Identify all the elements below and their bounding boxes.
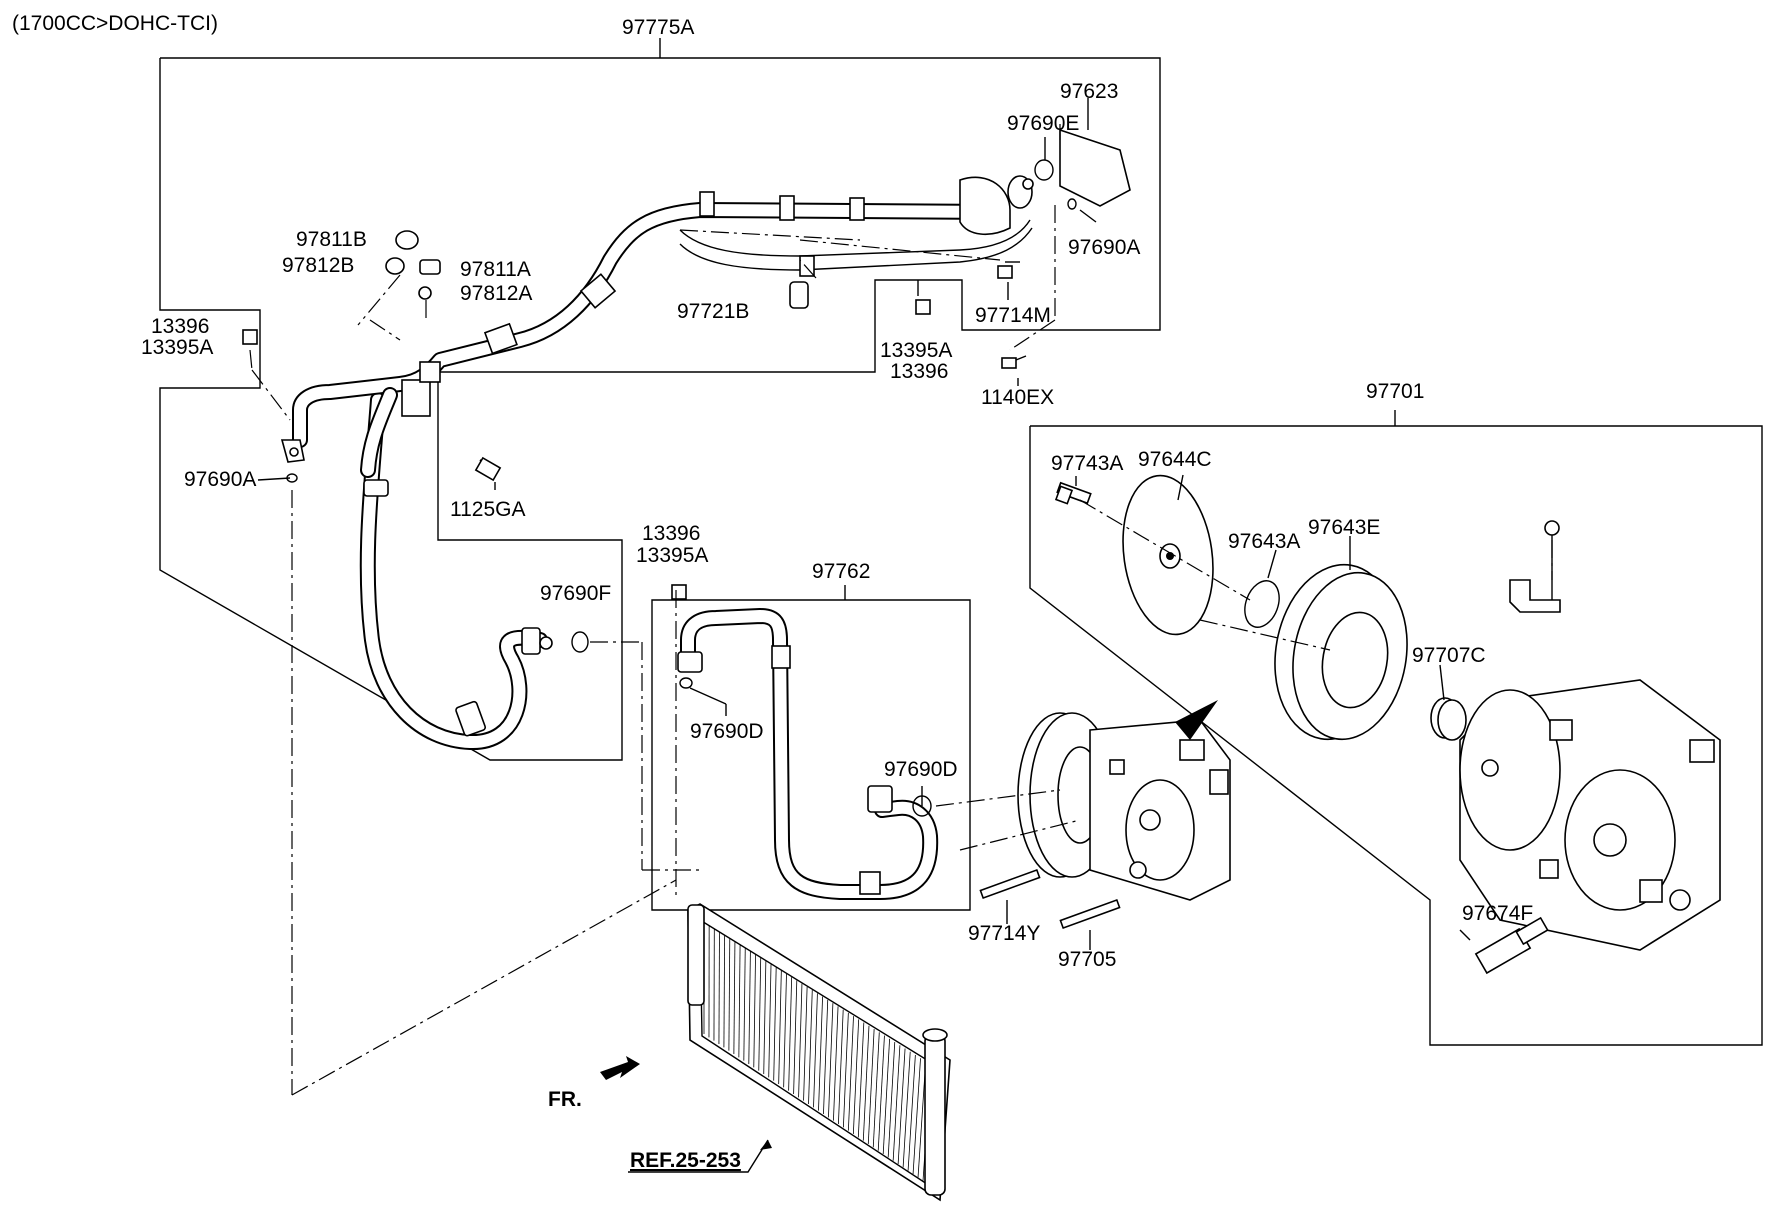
label-97690E: 97690E: [1007, 112, 1079, 135]
condenser-fin: [728, 938, 731, 1051]
bearing-coil: [1430, 697, 1467, 741]
label-97690F: 97690F: [540, 582, 611, 605]
hose-assembly-frame: [159, 38, 1161, 761]
condenser-fin: [808, 990, 813, 1105]
condenser-fin: [887, 1042, 896, 1158]
condenser-fin: [743, 947, 746, 1061]
label-97762: 97762: [812, 560, 870, 583]
condenser-fin: [828, 1003, 834, 1118]
label-97690D-a: 97690D: [690, 720, 764, 743]
hose-end-left: [280, 439, 305, 463]
label-1140EX: 1140EX: [981, 386, 1054, 409]
label-97690D-b: 97690D: [884, 758, 958, 781]
label-97707C: 97707C: [1412, 644, 1486, 667]
pulley: [1274, 563, 1408, 741]
leader-lines: [257, 98, 1471, 950]
label-1125GA: 1125GA: [450, 498, 526, 521]
liquid-tube: [677, 608, 939, 900]
label-97714M: 97714M: [975, 304, 1051, 327]
label-97644C: 97644C: [1138, 448, 1212, 471]
condenser-fin: [842, 1012, 849, 1128]
label-97701: 97701: [1366, 380, 1424, 403]
guidelines: [249, 124, 1553, 1096]
label-97690A-top: 97690A: [1068, 236, 1140, 259]
label-97812A: 97812A: [460, 282, 532, 305]
pressure-switch: [1474, 916, 1549, 975]
condenser-fin: [877, 1035, 885, 1151]
label-97811B: 97811B: [296, 228, 367, 251]
liquid-tube-frame: [651, 585, 971, 911]
condenser-fin: [768, 964, 772, 1078]
front-direction-arrow: FR.: [548, 1056, 640, 1111]
condenser-fin: [818, 996, 823, 1111]
condenser-fin: [773, 967, 777, 1081]
label-97623: 97623: [1060, 80, 1118, 103]
engine-spec-label: (1700CC>DOHC-TCI): [12, 12, 218, 35]
condenser-fin: [907, 1054, 916, 1171]
condenser-fin: [902, 1051, 911, 1168]
condenser-fin: [723, 934, 726, 1048]
discharge-hose: [292, 175, 1034, 478]
condenser-fin: [718, 931, 720, 1045]
label-13396-mid: 13396: [890, 360, 948, 383]
compressor-group-frame: [1029, 410, 1763, 1046]
condenser-fin: [862, 1025, 870, 1141]
condenser-fin: [788, 977, 793, 1091]
condenser-fin: [833, 1006, 839, 1121]
part-labels: 97775A 97623 97690E 97690A 97811B 97812B…: [141, 16, 1533, 971]
label-13395A-left: 13395A: [141, 336, 213, 359]
label-97690A-left: 97690A: [184, 468, 256, 491]
ref-label-group: REF.25-253: [628, 1139, 772, 1173]
label-97812B: 97812B: [282, 254, 354, 277]
clutch-disc: [1122, 474, 1214, 636]
label-97705: 97705: [1058, 948, 1116, 971]
condenser-fin: [867, 1029, 875, 1145]
condenser-fin: [912, 1058, 921, 1175]
condenser-fin: [857, 1022, 865, 1138]
ref-label: REF.25-253: [630, 1149, 741, 1172]
condenser-fin: [758, 957, 762, 1071]
condenser-fin: [892, 1045, 901, 1161]
condenser: [687, 903, 951, 1202]
condenser-fin: [813, 993, 818, 1108]
label-97643A: 97643A: [1228, 530, 1300, 553]
condenser-fin: [897, 1048, 906, 1165]
condenser-fin: [793, 980, 798, 1095]
compressor-mounted: [1017, 700, 1231, 901]
condenser-fin: [763, 960, 767, 1075]
label-13396-left: 13396: [151, 315, 209, 338]
label-97811A: 97811A: [460, 258, 531, 281]
label-97721B: 97721B: [677, 300, 749, 323]
condenser-fin: [798, 983, 803, 1098]
suction-hose: [359, 392, 553, 750]
label-97775A: 97775A: [622, 16, 694, 39]
condenser-fin: [738, 944, 741, 1058]
condenser-fin: [748, 951, 751, 1065]
label-97674F: 97674F: [1462, 902, 1533, 925]
condenser-fin: [882, 1038, 890, 1155]
label-13395A-low: 13395A: [636, 544, 708, 567]
compressor-exploded: [1459, 520, 1721, 951]
label-13396-low: 13396: [642, 522, 700, 545]
label-97643E: 97643E: [1308, 516, 1380, 539]
condenser-fin: [847, 1016, 854, 1131]
fasteners: [242, 128, 1131, 930]
condenser-fin: [872, 1032, 880, 1148]
condenser-fin: [778, 970, 782, 1085]
condenser-fin: [733, 941, 736, 1055]
label-13395A-mid: 13395A: [880, 339, 952, 362]
front-label: FR.: [548, 1088, 582, 1111]
label-97714Y: 97714Y: [968, 922, 1040, 945]
condenser-fin: [838, 1009, 844, 1125]
condenser-fin: [783, 973, 787, 1088]
condenser-fin: [852, 1019, 860, 1135]
condenser-fin: [753, 954, 756, 1068]
label-97743A: 97743A: [1051, 452, 1123, 475]
condenser-fin: [823, 999, 829, 1115]
condenser-fin: [803, 986, 808, 1101]
snap-ring: [1244, 580, 1280, 628]
